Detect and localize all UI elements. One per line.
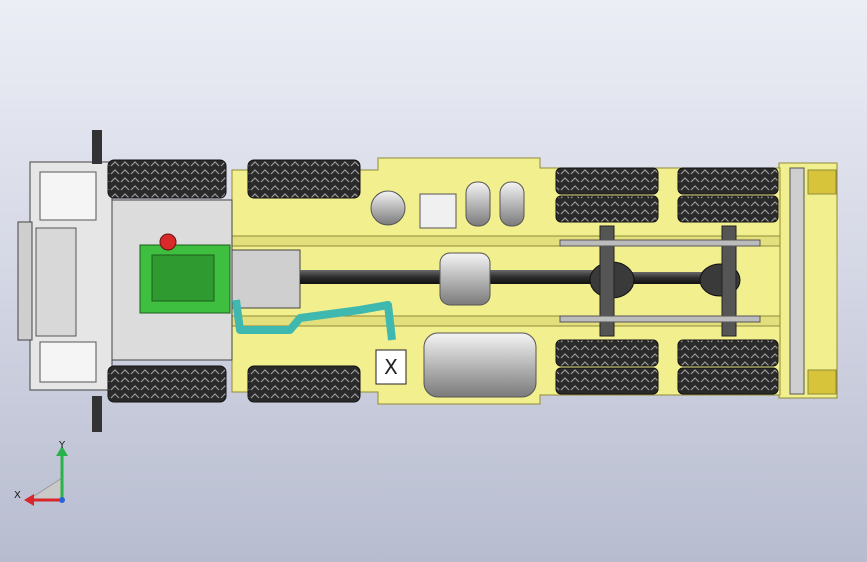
z-axis-dot — [59, 497, 65, 503]
tank-marker: X — [384, 355, 398, 379]
air-cylinder — [499, 181, 525, 227]
battery-box — [419, 193, 457, 229]
orientation-triad[interactable]: Y X — [10, 438, 80, 508]
front-axle-2 — [247, 159, 361, 403]
rear-crossbar — [789, 167, 805, 395]
rear-bumper-plate — [807, 169, 837, 195]
front-bumper — [17, 221, 33, 341]
cab-panel — [39, 341, 97, 383]
tank-marker-box — [375, 349, 407, 385]
air-cylinder — [465, 181, 491, 227]
tire — [247, 365, 361, 403]
tire — [555, 367, 659, 395]
tire — [555, 339, 659, 367]
coolant-pipe — [232, 299, 396, 341]
rear-axle-2 — [677, 167, 779, 395]
x-arrowhead — [24, 494, 34, 506]
mirror-arm — [92, 396, 102, 432]
tire — [555, 195, 659, 223]
tire — [555, 167, 659, 195]
leaf-spring — [559, 315, 761, 323]
cab-grille — [35, 227, 77, 337]
rear-axle-beam — [721, 225, 737, 337]
cab-panel — [39, 171, 97, 221]
rear-bumper — [778, 162, 838, 399]
tire — [677, 195, 779, 223]
tire — [677, 367, 779, 395]
tire — [677, 339, 779, 367]
tire — [107, 365, 227, 403]
tire — [247, 159, 361, 199]
leaf-spring — [559, 239, 761, 247]
engine-pulley — [159, 233, 177, 251]
tire — [677, 167, 779, 195]
tire — [107, 159, 227, 199]
engine-head — [151, 254, 215, 302]
y-arrowhead — [56, 446, 68, 456]
air-reservoir — [370, 190, 406, 226]
rear-axle-beam — [599, 225, 615, 337]
x-axis-label: X — [14, 490, 21, 501]
rear-bumper-plate — [807, 369, 837, 395]
transmission — [231, 249, 301, 309]
fuel-tank — [423, 332, 537, 398]
mirror-arm — [92, 130, 102, 164]
front-axle-1 — [107, 159, 227, 403]
y-axis-label: Y — [58, 440, 66, 451]
mid-tank — [439, 252, 491, 306]
rear-axle-1 — [555, 167, 659, 395]
